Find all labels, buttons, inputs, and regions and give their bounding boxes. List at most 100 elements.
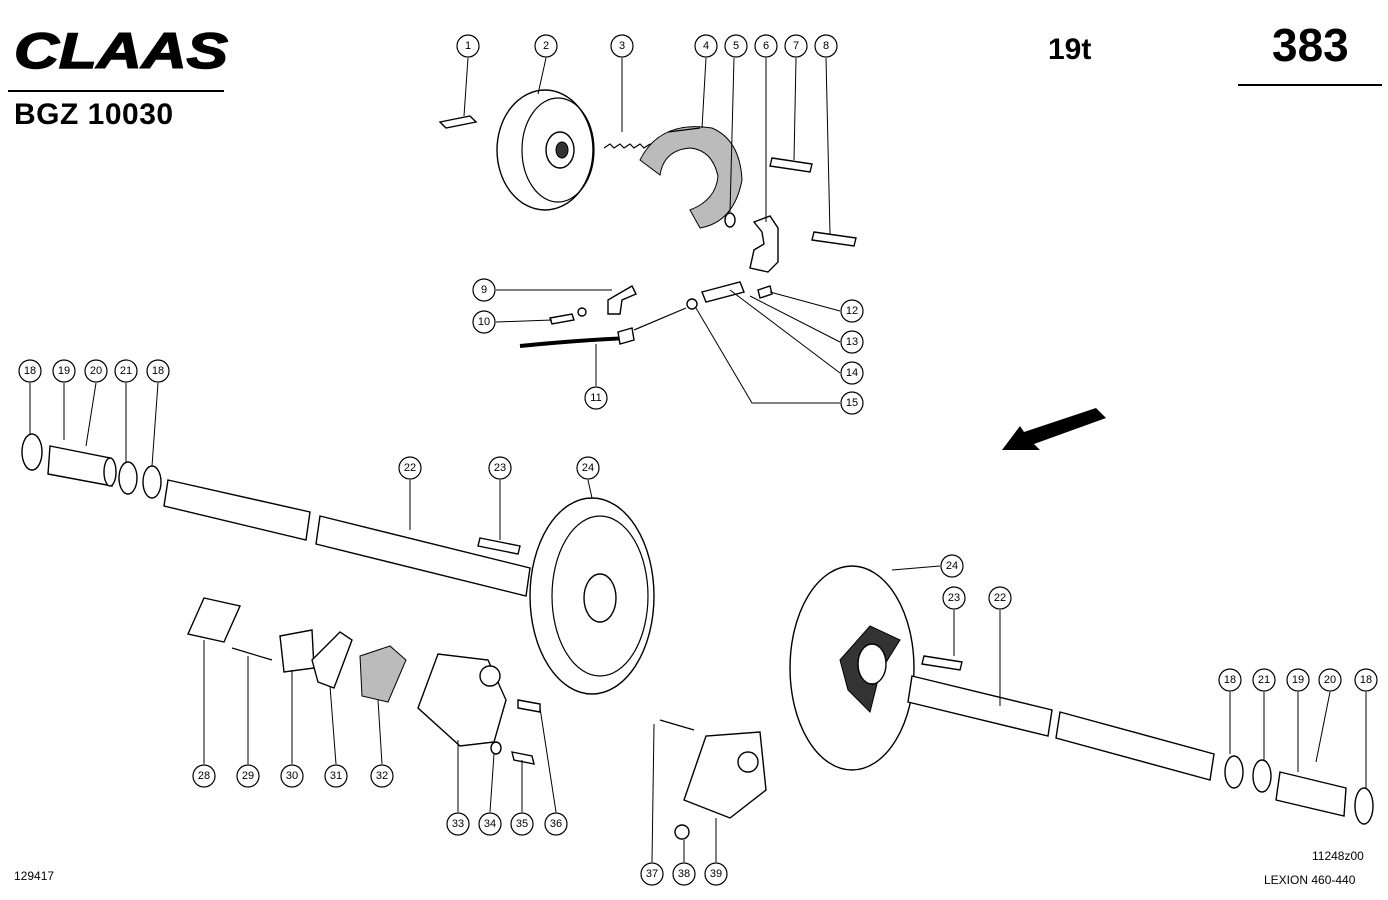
- svg-text:24: 24: [582, 462, 594, 474]
- variant-label: 19t: [1048, 33, 1092, 66]
- nipple-part: [674, 824, 690, 840]
- callout-6: 6: [754, 34, 778, 58]
- svg-text:8: 8: [823, 40, 829, 52]
- cable-end-part: [617, 327, 635, 345]
- header-rule-left: [8, 90, 224, 92]
- callout-39: 39: [704, 862, 728, 886]
- svg-text:28: 28: [198, 770, 210, 782]
- svg-text:32: 32: [376, 770, 388, 782]
- svg-text:33: 33: [452, 818, 464, 830]
- brake-drum-part: [496, 89, 595, 211]
- svg-text:29: 29: [242, 770, 254, 782]
- shaft-main-part: [315, 515, 531, 597]
- callout-20-right: 20: [1318, 668, 1342, 692]
- svg-text:CLAAS: CLAAS: [14, 26, 228, 74]
- callout-3: 3: [610, 34, 634, 58]
- spring-clip-part: [279, 629, 315, 673]
- callout-37: 37: [640, 862, 664, 886]
- needle-bearing-right-part: [1275, 771, 1347, 817]
- svg-text:35: 35: [516, 818, 528, 830]
- circlip-part: [21, 433, 43, 471]
- svg-text:21: 21: [1258, 674, 1270, 686]
- callout-1: 1: [456, 34, 480, 58]
- nut-part: [577, 307, 587, 317]
- caliper-right-part: [683, 731, 767, 819]
- svg-text:2: 2: [543, 40, 549, 52]
- callout-9: 9: [472, 278, 496, 302]
- backing-plate-part: [311, 631, 353, 689]
- svg-text:15: 15: [846, 397, 858, 409]
- key-right-part: [921, 655, 963, 671]
- callout-32: 32: [370, 764, 394, 788]
- callout-8: 8: [814, 34, 838, 58]
- callout-18-right-a: 18: [1218, 668, 1242, 692]
- svg-text:31: 31: [330, 770, 342, 782]
- key-part: [438, 115, 478, 129]
- svg-text:19: 19: [58, 365, 70, 377]
- leader-lines: [29, 57, 1367, 863]
- callout-24-right: 24: [940, 554, 964, 578]
- header-rule-right: [1238, 84, 1382, 86]
- brake-pad-part: [359, 645, 407, 703]
- footer-left-code: 129417: [14, 869, 55, 883]
- page-number: 383: [1272, 19, 1349, 71]
- brake-disc-right-part: [789, 565, 915, 771]
- svg-text:34: 34: [484, 818, 496, 830]
- callout-28: 28: [192, 764, 216, 788]
- svg-text:30: 30: [286, 770, 298, 782]
- callout-5: 5: [724, 34, 748, 58]
- svg-text:18: 18: [152, 365, 164, 377]
- bolt-lower-part: [511, 751, 535, 765]
- callout-23-right: 23: [942, 586, 966, 610]
- key-shaft-part: [477, 537, 521, 555]
- callout-34: 34: [478, 812, 502, 836]
- svg-text:18: 18: [24, 365, 36, 377]
- svg-text:20: 20: [1324, 674, 1336, 686]
- callout-18-left-a: 18: [18, 359, 42, 383]
- svg-text:23: 23: [948, 592, 960, 604]
- svg-text:14: 14: [846, 367, 858, 379]
- svg-text:10: 10: [478, 316, 490, 328]
- shaft-right-end-part: [1055, 711, 1215, 781]
- callout-19-right: 19: [1286, 668, 1310, 692]
- bolt-part: [549, 313, 575, 325]
- callout-31: 31: [324, 764, 348, 788]
- callout-18-left-b: 18: [146, 359, 170, 383]
- needle-bearing-part: [47, 445, 113, 487]
- callout-35: 35: [510, 812, 534, 836]
- claas-logo: CLAAS: [14, 26, 229, 74]
- svg-text:24: 24: [946, 560, 958, 572]
- pin-lower-part: [811, 231, 857, 247]
- svg-text:18: 18: [1224, 674, 1236, 686]
- svg-text:19: 19: [1292, 674, 1304, 686]
- callout-4: 4: [694, 34, 718, 58]
- svg-text:20: 20: [90, 365, 102, 377]
- drawing-code: 11248z00: [1312, 849, 1364, 863]
- bracket-part: [607, 285, 637, 315]
- callout-19-left: 19: [52, 359, 76, 383]
- svg-text:11: 11: [590, 392, 601, 404]
- callout-7: 7: [784, 34, 808, 58]
- callout-29: 29: [236, 764, 260, 788]
- svg-text:23: 23: [494, 462, 506, 474]
- svg-text:22: 22: [994, 592, 1006, 604]
- callout-33: 33: [446, 812, 470, 836]
- callout-30: 30: [280, 764, 304, 788]
- callout-13: 13: [840, 330, 864, 354]
- svg-text:5: 5: [733, 40, 739, 52]
- callout-10: 10: [472, 310, 496, 334]
- svg-text:39: 39: [710, 868, 722, 880]
- pin-upper-part: [769, 157, 813, 173]
- svg-text:9: 9: [481, 284, 487, 296]
- callout-21-left: 21: [114, 359, 138, 383]
- brake-disc-left-part: [529, 497, 655, 695]
- svg-text:38: 38: [678, 868, 690, 880]
- callout-18-right-b: 18: [1354, 668, 1378, 692]
- callout-12: 12: [840, 299, 864, 323]
- svg-text:12: 12: [846, 305, 858, 317]
- shaft-left-part: [163, 479, 311, 541]
- svg-text:1: 1: [465, 40, 471, 52]
- svg-text:7: 7: [793, 40, 799, 52]
- ring-part: [118, 461, 138, 495]
